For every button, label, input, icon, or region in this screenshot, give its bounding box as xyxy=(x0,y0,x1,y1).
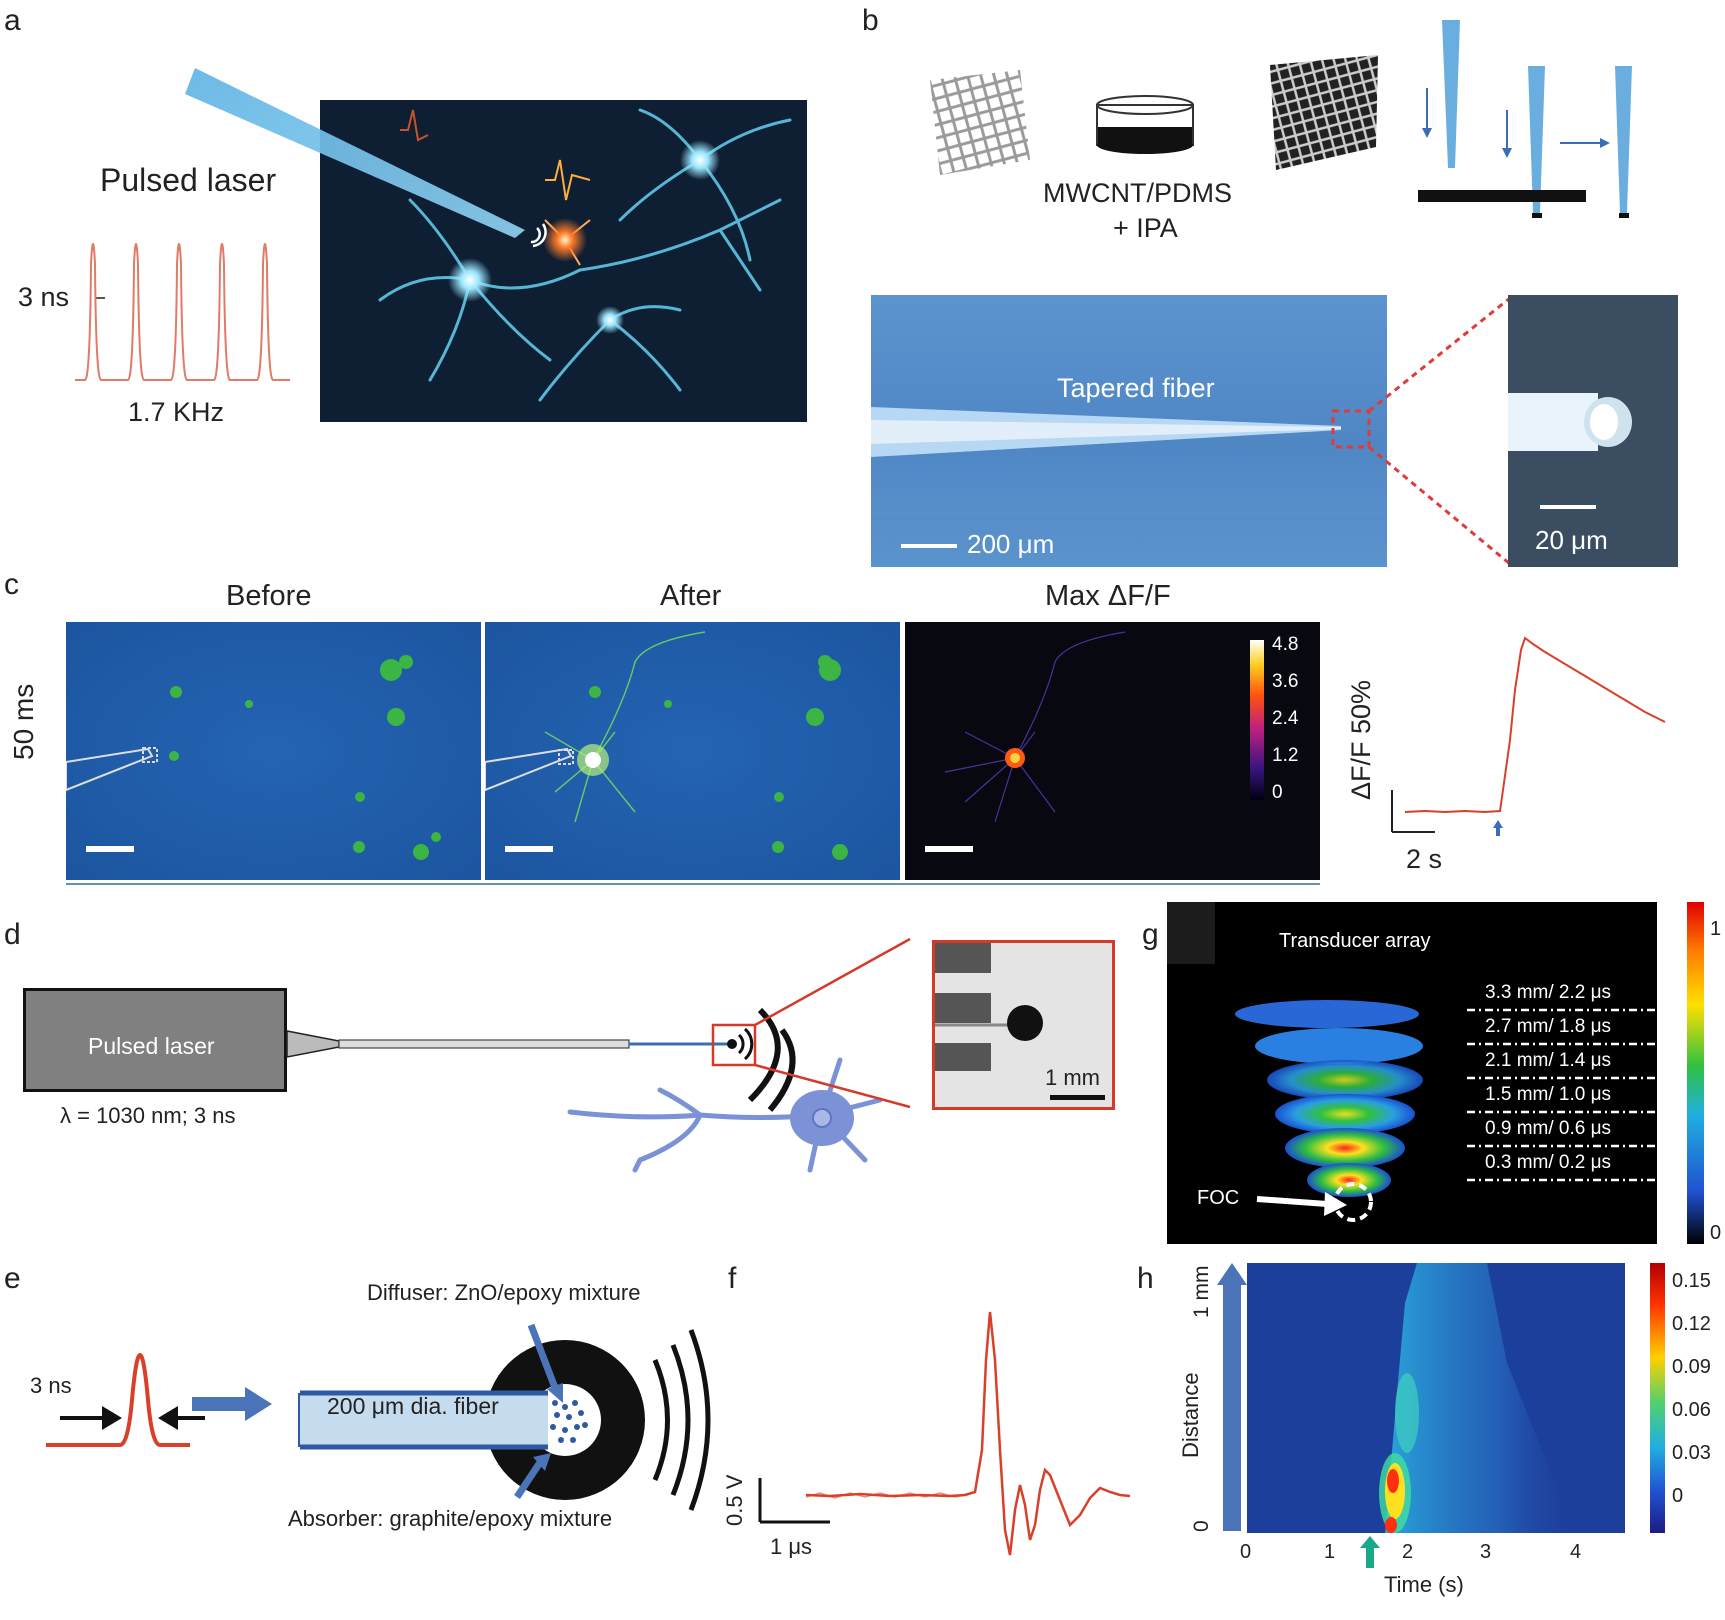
h-ytick-bottom: 0 xyxy=(1190,1520,1213,1532)
scale-label-20um-text: 20 μm xyxy=(1535,525,1608,555)
h-xlabel: Time (s) xyxy=(1384,1572,1464,1597)
col-title-max: Max ΔF/F xyxy=(1045,580,1171,612)
ipa-label: + IPA xyxy=(1113,213,1178,243)
pulsed-laser-title: Pulsed laser xyxy=(100,162,277,198)
g-cb-tick-bottom: 0 xyxy=(1710,1222,1722,1244)
petri-dish-icon xyxy=(1096,95,1194,154)
pulse-3ns-label: 3 ns xyxy=(30,1373,72,1398)
h-ytick-top: 1 mm xyxy=(1190,1265,1213,1319)
cb-tick: 3.6 xyxy=(1272,671,1299,692)
g-colorbar xyxy=(1687,902,1704,1244)
h-cb-tick: 0.09 xyxy=(1672,1356,1711,1378)
cb-tick: 0 xyxy=(1272,782,1283,803)
coated-mesh-icon xyxy=(1270,55,1378,170)
panel-label-f: f xyxy=(728,1262,737,1295)
single-pulse xyxy=(46,1352,205,1447)
h-xtick: 1 xyxy=(1324,1541,1336,1563)
absorber-label: Absorber: graphite/epoxy mixture xyxy=(288,1506,613,1531)
tapered-fiber-label: Tapered fiber xyxy=(1057,373,1215,403)
transducer-array-map: Transducer array 3.3 mm/ 2.2 μs 2.7 mm/ … xyxy=(1167,902,1657,1244)
image-before xyxy=(66,622,481,880)
time-50ms-label: 50 ms xyxy=(8,683,39,760)
panel-label-h: h xyxy=(1137,1262,1154,1295)
panel-label-c: c xyxy=(4,568,19,601)
inset-scale-1mm: 1 mm xyxy=(1045,1065,1100,1090)
h-cb-tick: 0.06 xyxy=(1672,1399,1711,1421)
g-row: 0.9 mm/ 0.6 μs xyxy=(1485,1118,1612,1139)
neuron-cartoon xyxy=(567,1057,883,1173)
g-row: 1.5 mm/ 1.0 μs xyxy=(1485,1084,1612,1105)
g-row: 3.3 mm/ 2.2 μs xyxy=(1485,982,1612,1003)
panel-label-b: b xyxy=(862,4,879,37)
fiber-coating-steps xyxy=(1418,20,1632,218)
distance-arrow xyxy=(1217,1263,1247,1531)
zoom-lines-d xyxy=(711,937,911,1109)
zoom-indicator xyxy=(1331,296,1511,566)
col-title-after: After xyxy=(660,580,722,612)
trace-xscale: 2 s xyxy=(1406,844,1443,874)
image-max-dff: 4.8 3.6 2.4 1.2 0 xyxy=(905,622,1320,880)
transducer-array-title: Transducer array xyxy=(1279,930,1431,952)
stim-onset-arrow xyxy=(1360,1536,1380,1568)
optical-fiber-pipette xyxy=(185,68,547,248)
foc-label: FOC xyxy=(1197,1187,1240,1209)
h-cb-tick: 0.15 xyxy=(1672,1270,1711,1292)
pulsed-laser-box xyxy=(23,988,287,1092)
panel-c-underline xyxy=(66,883,1320,885)
scale-bar-20um xyxy=(1540,505,1596,509)
pressure-waveform xyxy=(758,1311,1131,1556)
laser-box-label: Pulsed laser xyxy=(88,1033,215,1059)
dff-ylabel: ΔF/F 50% xyxy=(1346,679,1376,800)
panel-label-g: g xyxy=(1142,918,1159,951)
panel-label-a: a xyxy=(4,4,21,37)
fiber-tip-inset: 20 μm xyxy=(1508,295,1678,567)
calcium-trace xyxy=(1391,636,1666,836)
g-row: 0.3 mm/ 0.2 μs xyxy=(1485,1152,1612,1173)
mesh-icon xyxy=(930,70,1030,175)
panel-label-d: d xyxy=(4,918,21,951)
h-cb-tick: 0 xyxy=(1672,1485,1684,1507)
scale-label-200um: 200 μm xyxy=(967,529,1055,559)
cb-tick: 4.8 xyxy=(1272,634,1299,655)
pulse-width-label: 3 ns xyxy=(18,282,70,312)
h-cb-tick: 0.12 xyxy=(1672,1313,1711,1335)
col-title-before: Before xyxy=(226,580,312,612)
laser-pulse-train xyxy=(75,243,290,381)
transducer-cross-section xyxy=(298,1323,711,1511)
h-cb-tick: 0.03 xyxy=(1672,1442,1711,1464)
scale-bar-200um xyxy=(901,544,957,548)
image-after xyxy=(485,622,900,880)
transducer-photo-inset: 1 mm xyxy=(932,940,1115,1110)
mwcnt-pdms-label: MWCNT/PDMS xyxy=(1043,178,1232,208)
f-yscale: 0.5 V xyxy=(722,1474,747,1526)
cb-tick: 1.2 xyxy=(1272,745,1299,766)
panel-label-e: e xyxy=(4,1262,21,1295)
h-ylabel: Distance xyxy=(1178,1372,1203,1458)
fiber-dia-label: 200 μm dia. fiber xyxy=(327,1393,499,1419)
h-xtick: 0 xyxy=(1240,1541,1252,1563)
rep-rate-label: 1.7 KHz xyxy=(128,397,225,427)
cb-tick: 2.4 xyxy=(1272,708,1299,729)
laser-spec-label: λ = 1030 nm; 3 ns xyxy=(60,1103,236,1128)
h-xtick: 2 xyxy=(1402,1541,1414,1563)
e-arrow xyxy=(192,1387,272,1421)
g-row: 2.7 mm/ 1.8 μs xyxy=(1485,1016,1612,1037)
h-xtick: 3 xyxy=(1480,1541,1492,1563)
h-colorbar xyxy=(1650,1263,1665,1533)
propagation-heatmap xyxy=(1247,1263,1625,1533)
tapered-fiber-micrograph: Tapered fiber 200 μm xyxy=(871,295,1387,567)
g-cb-tick-top: 1 xyxy=(1710,918,1722,940)
f-xscale: 1 μs xyxy=(770,1534,813,1559)
g-row: 2.1 mm/ 1.4 μs xyxy=(1485,1050,1612,1071)
neuron-illustration xyxy=(320,100,807,422)
h-xtick: 4 xyxy=(1570,1541,1582,1563)
diffuser-label: Diffuser: ZnO/epoxy mixture xyxy=(367,1280,641,1305)
